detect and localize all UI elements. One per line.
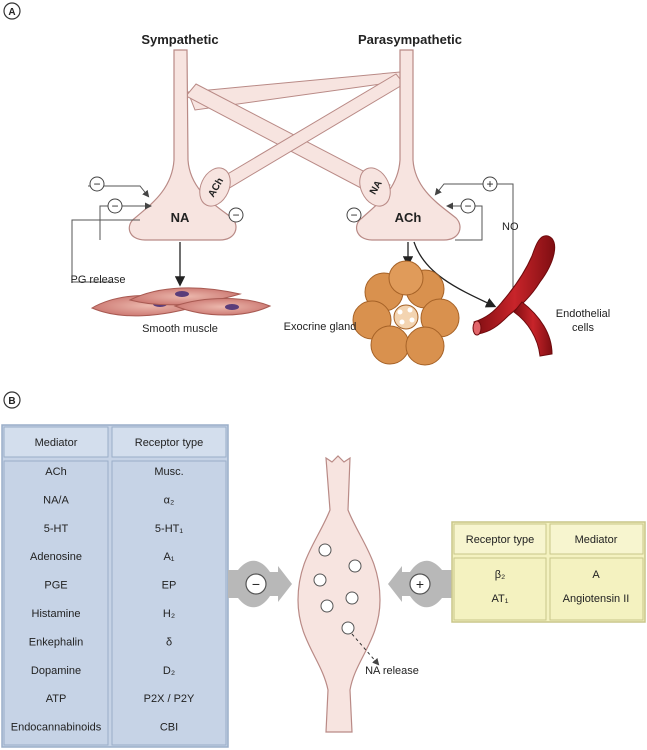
- right-header-mediator: Mediator: [575, 534, 618, 546]
- vesicles: [313, 543, 362, 635]
- blood-vessel: [472, 235, 556, 357]
- plus-sign: +: [486, 177, 493, 191]
- left-row-receptor: H₂: [163, 608, 175, 620]
- left-row-mediator: 5-HT: [44, 523, 69, 535]
- minus-badge-ach: [228, 207, 244, 223]
- left-row-receptor: CBI: [160, 722, 178, 734]
- minus-sign: −: [350, 208, 357, 222]
- minus-sign: −: [252, 576, 260, 592]
- left-row-receptor: α₂: [164, 494, 175, 506]
- varicosity: [297, 455, 381, 733]
- no-label: NO: [502, 221, 519, 233]
- panel-b-label: B: [8, 396, 15, 407]
- facilitatory-receptor-table: Receptor type Mediator β₂ A AT₁ Angiotensin…: [451, 521, 646, 623]
- endothelial-label-line2: cells: [572, 322, 595, 334]
- pg-feedback-line: [71, 219, 140, 283]
- facilitate-plus-badge: [409, 573, 431, 595]
- minus-sign: −: [464, 199, 471, 213]
- right-table-rows: β₂ A AT₁ Angiotensin II: [492, 569, 630, 605]
- ach-to-endothelium-arrow: [413, 241, 497, 308]
- left-row-mediator: Adenosine: [30, 551, 82, 563]
- left-row-receptor: D₂: [163, 665, 175, 677]
- left-row-mediator: ATP: [46, 693, 67, 705]
- smooth-muscle-cells: [90, 287, 272, 317]
- na-release-label: NA release: [365, 665, 419, 677]
- smooth-muscle-label: Smooth muscle: [142, 323, 218, 335]
- left-row-mediator: Endocannabinoids: [11, 722, 102, 734]
- exocrine-gland-label: Exocrine gland: [284, 321, 357, 333]
- exocrine-gland: [352, 260, 460, 366]
- minus-sign: −: [232, 208, 239, 222]
- left-row-receptor: EP: [162, 580, 177, 592]
- left-row-receptor: Musc.: [154, 466, 183, 478]
- na-release-arrow: [351, 633, 380, 666]
- left-row-receptor: δ: [166, 636, 172, 648]
- parasympathetic-title: Parasympathetic: [358, 32, 462, 47]
- pg-release-label: PG release: [70, 274, 125, 286]
- panel-a: A Sympathetic Parasympathetic ACh NA NA …: [3, 2, 610, 366]
- plus-sign: +: [416, 576, 424, 592]
- minus-badge-auto: [107, 198, 123, 214]
- na-autoreceptor-loop: [99, 202, 152, 240]
- left-row-receptor: A₁: [163, 551, 174, 563]
- plus-badge-no: [482, 176, 498, 192]
- panel-b-badge: [3, 391, 21, 409]
- minus-badge-ach-auto: [460, 198, 476, 214]
- left-row-mediator: Dopamine: [31, 665, 81, 677]
- left-row-receptor: P2X / P2Y: [144, 693, 195, 705]
- left-row-mediator: Enkephalin: [29, 636, 83, 648]
- left-header-mediator: Mediator: [35, 437, 78, 449]
- na-terminal-label: NA: [171, 210, 190, 225]
- right-row-receptor: β₂: [495, 569, 506, 581]
- ach-presynaptic-knob: [199, 167, 231, 207]
- right-row-mediator: Angiotensin II: [563, 593, 630, 605]
- minus-badge-na: [346, 207, 362, 223]
- ach-terminal-label: ACh: [395, 210, 422, 225]
- minus-sign: −: [93, 177, 100, 191]
- left-row-mediator: NA/A: [43, 494, 69, 506]
- na-presynaptic-knob: [359, 167, 391, 207]
- panel-b: B Mediator Receptor type ACh Musc. NA/A α₂ 5…: [1, 391, 646, 748]
- minus-sign: −: [111, 199, 118, 213]
- left-row-mediator: Histamine: [32, 608, 81, 620]
- panel-a-badge: [3, 2, 21, 20]
- right-header-receptor: Receptor type: [466, 534, 534, 546]
- panel-a-label: A: [8, 7, 15, 18]
- right-row-receptor: AT₁: [492, 593, 509, 605]
- no-feedback-line: [434, 183, 514, 296]
- inhibitory-receptor-table: Mediator Receptor type ACh Musc. NA/A α₂ 5-H…: [1, 424, 229, 748]
- endothelial-label-line1: Endothelial: [556, 308, 610, 320]
- right-row-mediator: A: [592, 569, 600, 581]
- left-header-receptor: Receptor type: [135, 437, 203, 449]
- minus-badge-pg: [89, 176, 105, 192]
- pg-inhibit-arrow: [88, 185, 150, 198]
- left-row-receptor: 5-HT₁: [155, 523, 183, 535]
- left-row-mediator: ACh: [45, 466, 66, 478]
- left-row-mediator: PGE: [44, 580, 67, 592]
- inhibit-minus-badge: [245, 573, 267, 595]
- left-table-rows: ACh Musc. NA/A α₂ 5-HT 5-HT₁ Adenosine A₁ PGE EP H…: [11, 466, 195, 734]
- sympathetic-title: Sympathetic: [141, 32, 218, 47]
